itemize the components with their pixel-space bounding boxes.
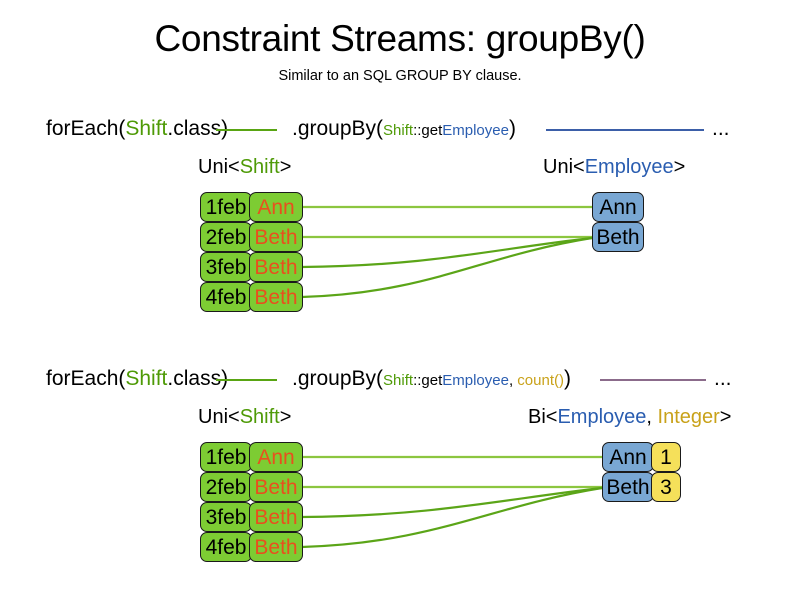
- stream-type-right-2: Bi<Employee, Integer>: [528, 406, 732, 428]
- shift-employee: Beth: [249, 282, 303, 312]
- code-row-groupby-count: forEach(Shift.class) .groupBy(Shift::get…: [0, 362, 800, 396]
- shift-employee: Ann: [249, 192, 303, 222]
- shift-employee: Beth: [249, 502, 303, 532]
- employee-count-tuple[interactable]: Ann 1: [602, 442, 681, 472]
- shift-date: 1feb: [200, 442, 252, 472]
- wire-shift3-beth: [301, 236, 593, 269]
- shift-date: 1feb: [200, 192, 252, 222]
- foreach-expression: forEach(Shift.class): [46, 117, 229, 140]
- shift-date: 4feb: [200, 532, 252, 562]
- wire-shift4-beth: [301, 236, 593, 299]
- page-title: Constraint Streams: groupBy(): [154, 18, 646, 59]
- wire-groupby-to-next: [546, 129, 704, 131]
- groupby-expression: .groupBy(Shift::getEmployee): [292, 117, 516, 140]
- shift-date: 4feb: [200, 282, 252, 312]
- wire2-shift3-beth: [301, 486, 603, 519]
- code-row-groupby-simple: forEach(Shift.class) .groupBy(Shift::get…: [0, 112, 800, 146]
- employee-name: Beth: [592, 222, 644, 252]
- shift-date: 2feb: [200, 472, 252, 502]
- ellipsis-1: ...: [712, 117, 730, 140]
- employee-name: Ann: [592, 192, 644, 222]
- shift-tuple[interactable]: 4feb Beth: [200, 532, 303, 562]
- shift-tuple[interactable]: 3feb Beth: [200, 252, 303, 282]
- shift-employee: Ann: [249, 442, 303, 472]
- shift-employee: Beth: [249, 532, 303, 562]
- foreach-expression-2: forEach(Shift.class): [46, 367, 229, 390]
- shift-employee: Beth: [249, 472, 303, 502]
- stream-type-right-1: Uni<Employee>: [543, 156, 686, 178]
- shift-tuple[interactable]: 2feb Beth: [200, 472, 303, 502]
- employee-count-tuple[interactable]: Beth 3: [602, 472, 681, 502]
- shift-date: 3feb: [200, 252, 252, 282]
- wire-foreach-to-groupby-2: [216, 379, 277, 381]
- shift-date: 2feb: [200, 222, 252, 252]
- shift-employee: Beth: [249, 222, 303, 252]
- employee-name: Beth: [602, 472, 654, 502]
- ellipsis-2: ...: [714, 367, 732, 390]
- stream-type-left-2: Uni<Shift>: [198, 406, 292, 428]
- groupby-expression-2: .groupBy(Shift::getEmployee, count()): [292, 367, 571, 390]
- employee-name: Ann: [602, 442, 654, 472]
- wire2-shift4-beth: [301, 486, 603, 549]
- shift-tuple[interactable]: 1feb Ann: [200, 442, 303, 472]
- shift-tuple[interactable]: 2feb Beth: [200, 222, 303, 252]
- shift-employee: Beth: [249, 252, 303, 282]
- page-subtitle: Similar to an SQL GROUP BY clause.: [278, 68, 522, 84]
- employee-count: 1: [651, 442, 681, 472]
- wire-groupby-to-next-2: [600, 379, 706, 381]
- wire-foreach-to-groupby: [216, 129, 277, 131]
- employee-count: 3: [651, 472, 681, 502]
- shift-date: 3feb: [200, 502, 252, 532]
- shift-tuple[interactable]: 3feb Beth: [200, 502, 303, 532]
- shift-tuple[interactable]: 1feb Ann: [200, 192, 303, 222]
- employee-tuple[interactable]: Ann: [592, 192, 644, 222]
- stream-type-left-1: Uni<Shift>: [198, 156, 292, 178]
- shift-tuple[interactable]: 4feb Beth: [200, 282, 303, 312]
- employee-tuple[interactable]: Beth: [592, 222, 644, 252]
